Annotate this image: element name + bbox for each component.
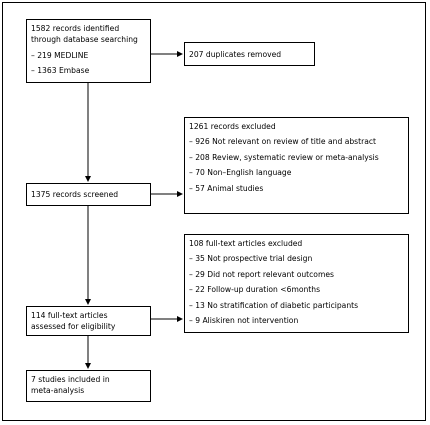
included-line-2: meta-analysis bbox=[31, 386, 85, 396]
fulltext-excluded-item: – 35 Not prospective trial design bbox=[189, 254, 313, 264]
diagram-frame bbox=[2, 2, 426, 421]
records-excluded-item: – 926 Not relevant on review of title an… bbox=[189, 137, 377, 147]
records-excluded-box: 1261 records excluded – 926 Not relevant… bbox=[184, 117, 409, 214]
duplicates-text: 207 duplicates removed bbox=[189, 50, 282, 59]
assessed-line-2: assessed for eligibility bbox=[31, 322, 116, 332]
identified-title-line-1: 1582 records identified bbox=[31, 24, 120, 33]
identified-title-line-2: through database searching bbox=[31, 35, 138, 45]
fulltext-excluded-item: – 9 Aliskiren not intervention bbox=[189, 316, 299, 326]
fulltext-excluded-title: 108 full-text articles excluded bbox=[189, 239, 303, 248]
included-line-1: 7 studies included in bbox=[31, 375, 110, 384]
fulltext-assessed-box: 114 full-text articles assessed for elig… bbox=[26, 306, 151, 336]
identified-item-embase: – 1363 Embase bbox=[31, 66, 90, 76]
records-excluded-item: – 208 Review, systematic review or meta-… bbox=[189, 152, 379, 162]
duplicates-removed-box: 207 duplicates removed bbox=[184, 42, 315, 66]
identified-item-medline: – 219 MEDLINE bbox=[31, 50, 89, 60]
assessed-line-1: 114 full-text articles bbox=[31, 311, 108, 320]
fulltext-excluded-item: – 22 Follow-up duration <6months bbox=[189, 285, 321, 295]
fulltext-excluded-item: – 29 Did not report relevant outcomes bbox=[189, 269, 334, 279]
records-excluded-title: 1261 records excluded bbox=[189, 122, 276, 131]
studies-included-box: 7 studies included in meta-analysis bbox=[26, 370, 151, 402]
fulltext-excluded-item: – 13 No stratification of diabetic parti… bbox=[189, 300, 359, 310]
fulltext-excluded-box: 108 full-text articles excluded – 35 Not… bbox=[184, 234, 409, 333]
records-excluded-item: – 57 Animal studies bbox=[189, 183, 264, 193]
records-screened-box: 1375 records screened bbox=[26, 183, 151, 206]
screened-text: 1375 records screened bbox=[31, 190, 119, 199]
records-identified-box: 1582 records identified through database… bbox=[26, 19, 151, 83]
records-excluded-item: – 70 Non–English language bbox=[189, 168, 292, 178]
